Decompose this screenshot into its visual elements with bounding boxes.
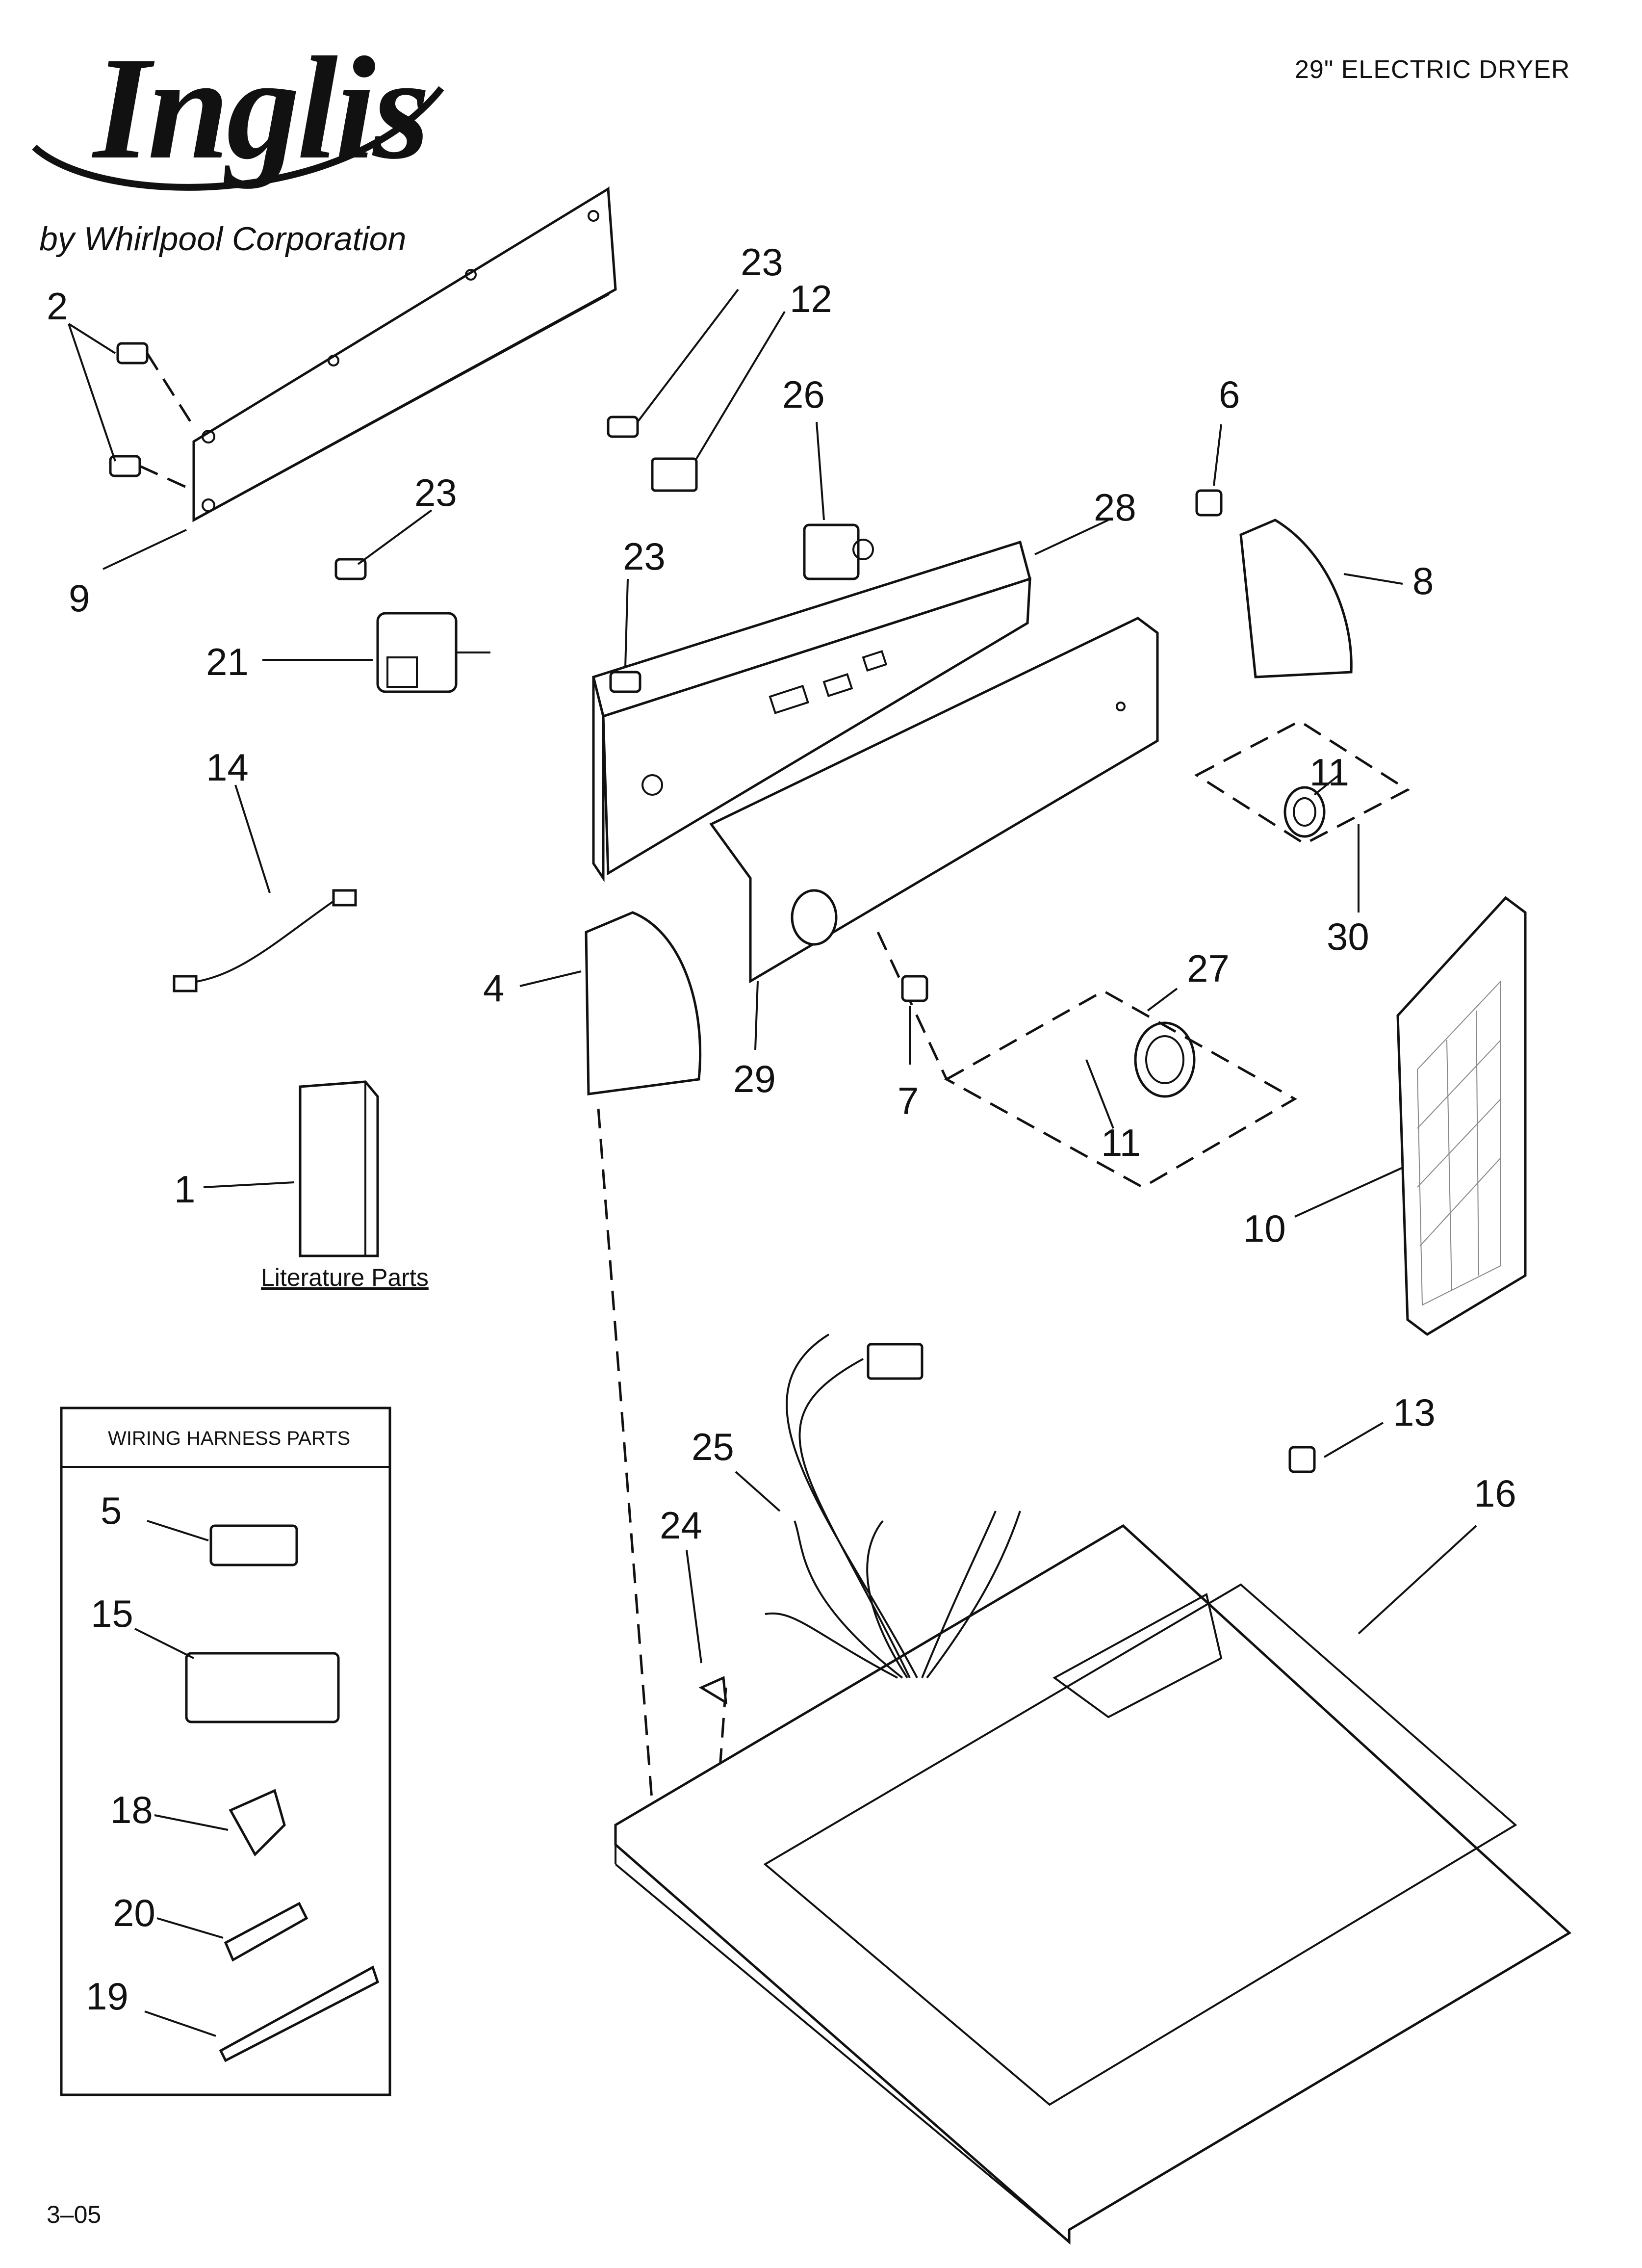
- callout-9: 9: [69, 576, 90, 620]
- callout-25: 25: [692, 1425, 734, 1468]
- part-timer: [376, 612, 490, 693]
- callout-23: 23: [414, 471, 457, 514]
- brand-logo: Inglis: [93, 26, 430, 189]
- callout-28: 28: [1094, 486, 1136, 529]
- callout-13: 13: [1393, 1391, 1436, 1434]
- harness-box-title: WIRING HARNESS PARTS: [108, 1428, 351, 1449]
- callout-8: 8: [1412, 559, 1434, 602]
- page-code: 3–05: [47, 2201, 102, 2228]
- part-lint-screen: [1396, 896, 1527, 1336]
- part-screws-2: [109, 342, 195, 492]
- callout-11: 11: [1309, 751, 1349, 794]
- callout-18: 18: [110, 1788, 153, 1831]
- part-switch: [803, 523, 874, 580]
- callout-2: 2: [47, 285, 68, 328]
- callout-24: 24: [660, 1504, 702, 1547]
- part-control-bracket: [592, 540, 1032, 883]
- callout-30: 30: [1327, 915, 1369, 958]
- callout-6: 6: [1219, 373, 1240, 416]
- callout-19: 19: [86, 1975, 128, 2018]
- callout-16: 16: [1474, 1472, 1516, 1515]
- callout-10: 10: [1243, 1207, 1286, 1250]
- part-knob-front: [1134, 1021, 1196, 1098]
- callout-11: 11: [1101, 1121, 1141, 1164]
- callout-4: 4: [483, 966, 505, 1010]
- callout-1: 1: [174, 1168, 196, 1211]
- part-console: [709, 617, 1159, 984]
- part-end-cap-right: [1239, 519, 1353, 678]
- callout-23: 23: [741, 240, 783, 284]
- callout-27: 27: [1187, 947, 1230, 990]
- part-wire: [173, 889, 357, 992]
- callout-14: 14: [206, 746, 249, 789]
- harness-parts-box: [60, 1407, 391, 2096]
- callout-12: 12: [790, 277, 832, 320]
- part-literature: [299, 1080, 379, 1257]
- callout-20: 20: [113, 1891, 155, 1934]
- part-knob-right: [1283, 786, 1326, 838]
- part-harness: [765, 1333, 1021, 1679]
- logo-swoosh: [32, 86, 444, 191]
- callout-15: 15: [91, 1592, 133, 1635]
- part-switch-12: [651, 457, 698, 492]
- literature-caption: Literature Parts: [261, 1264, 429, 1291]
- callout-29: 29: [733, 1057, 776, 1100]
- part-end-cap-left: [585, 911, 702, 1095]
- callout-7: 7: [898, 1079, 919, 1122]
- callout-23: 23: [623, 535, 666, 578]
- callout-26: 26: [782, 373, 825, 416]
- part-rear-panel: [192, 186, 617, 522]
- page-title: 29" ELECTRIC DRYER: [1295, 55, 1570, 84]
- callout-5: 5: [101, 1489, 122, 1532]
- part-top-panel: [614, 1524, 1572, 2245]
- callout-21: 21: [206, 640, 249, 683]
- brand-subtitle: by Whirlpool Corporation: [39, 220, 407, 258]
- leader-lines: [68, 288, 1477, 2037]
